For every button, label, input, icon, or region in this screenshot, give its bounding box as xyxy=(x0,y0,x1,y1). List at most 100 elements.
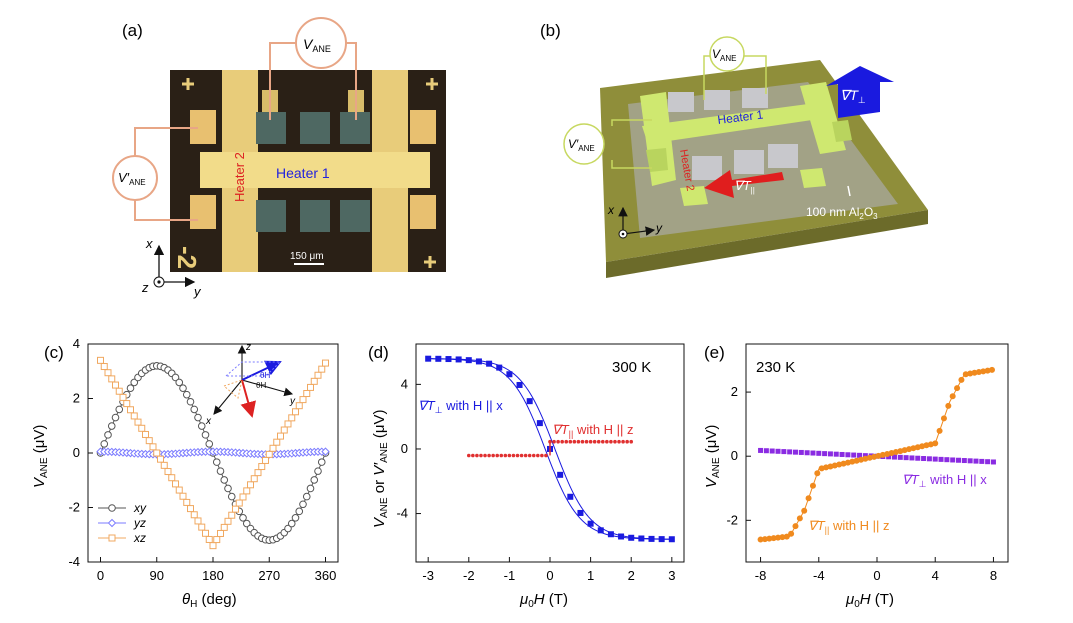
point-xz xyxy=(318,365,326,373)
xtick-label-d: 3 xyxy=(668,568,675,583)
panel-label-b: (b) xyxy=(540,21,561,40)
point-xz xyxy=(130,412,138,420)
point-perp-e xyxy=(775,448,781,454)
point-xz xyxy=(247,481,254,489)
point-perp-e xyxy=(979,458,985,464)
ylabel-d: VANE or V′ANE (μV) xyxy=(371,410,390,528)
marks-d xyxy=(425,355,675,543)
point-xz xyxy=(292,408,299,416)
point-perp-d xyxy=(587,520,594,527)
point-par-d xyxy=(568,439,573,444)
inset-coords: z y x θH θH xyxy=(205,342,296,427)
scale-bar-label: 150 μm xyxy=(290,251,324,262)
point-perp-d xyxy=(597,527,604,534)
xtick-label-d: 0 xyxy=(546,568,553,583)
xtick-label-e: -4 xyxy=(813,568,825,583)
point-xz xyxy=(145,437,153,445)
point-par-e xyxy=(757,536,764,543)
xtick-label-c: 0 xyxy=(97,568,104,583)
point-perp-d xyxy=(486,360,493,367)
point-par-e xyxy=(940,415,947,422)
vane-prime-label-b: V′ANE xyxy=(568,137,595,153)
ylabel-c: VANE (μV) xyxy=(31,425,50,488)
point-perp-e xyxy=(839,451,845,457)
point-perp-e xyxy=(769,448,775,454)
point-par-e xyxy=(958,376,965,383)
point-perp-e xyxy=(787,449,793,455)
point-xz xyxy=(310,377,318,385)
point-xy xyxy=(299,500,307,509)
point-perp-e xyxy=(903,455,909,461)
point-perp-d xyxy=(607,531,614,538)
point-xz xyxy=(164,468,172,476)
ytick-label-e: 0 xyxy=(731,448,738,463)
xtick-label-c: 360 xyxy=(315,568,337,583)
xtick-label-d: 1 xyxy=(587,568,594,583)
point-xz xyxy=(273,438,281,446)
voltage-wiring-a xyxy=(112,17,357,221)
point-xz xyxy=(205,535,213,543)
point-par-e xyxy=(796,515,803,522)
point-par-d xyxy=(600,439,605,444)
point-par-d xyxy=(515,453,520,458)
point-par-e xyxy=(954,385,961,392)
point-xz xyxy=(175,486,183,494)
ytick-label-e: 2 xyxy=(731,384,738,399)
point-xy xyxy=(104,431,112,439)
axes-b: x y xyxy=(607,203,663,239)
svg-text:y: y xyxy=(193,284,202,299)
point-perp-d xyxy=(455,356,462,363)
xlabel-c: θH (deg) xyxy=(182,591,237,610)
point-perp-e xyxy=(822,451,828,457)
point-par-d xyxy=(466,453,471,458)
point-xy xyxy=(314,467,322,475)
point-xz xyxy=(104,369,112,377)
point-xz xyxy=(153,449,161,457)
point-xz xyxy=(187,505,194,513)
point-xz xyxy=(269,444,277,452)
point-perp-e xyxy=(932,456,938,462)
point-perp-e xyxy=(926,456,932,462)
xtick-label-c: 270 xyxy=(258,568,280,583)
point-perp-d xyxy=(526,398,533,405)
ytick-label-c: 2 xyxy=(73,391,80,406)
annotation-d: 300 K xyxy=(612,359,651,376)
point-xz xyxy=(127,406,134,414)
vane-prime-label-a: V′ANE xyxy=(118,170,146,187)
point-perp-d xyxy=(425,355,432,362)
point-xz xyxy=(265,450,273,458)
series-label-e-perp: ∇T⊥ with H || x xyxy=(902,472,987,489)
point-perp-e xyxy=(985,459,991,465)
point-perp-e xyxy=(816,450,822,456)
point-xz xyxy=(149,443,157,451)
point-perp-e xyxy=(845,452,851,458)
point-par-e xyxy=(761,536,768,543)
device-schematic xyxy=(600,60,928,278)
point-xz xyxy=(138,424,146,432)
point-xz xyxy=(262,456,269,464)
point-par-d xyxy=(560,439,564,444)
point-par-d xyxy=(617,439,621,444)
point-par-d xyxy=(495,453,500,458)
point-par-d xyxy=(580,439,585,444)
svg-text:θH: θH xyxy=(260,371,270,380)
point-par-d xyxy=(544,453,548,458)
point-xy xyxy=(111,413,120,422)
point-xy xyxy=(239,514,247,522)
point-perp-d xyxy=(475,358,482,365)
point-xy xyxy=(242,519,251,528)
point-xy xyxy=(284,524,292,533)
point-par-d xyxy=(531,453,536,458)
svg-text:x: x xyxy=(607,203,615,217)
svg-text:z: z xyxy=(141,280,149,295)
point-par-d xyxy=(552,439,556,444)
point-xz xyxy=(179,492,187,500)
point-par-d xyxy=(625,439,629,444)
series-label-d-perp: ∇T⊥ with H || x xyxy=(418,398,503,415)
point-xz xyxy=(284,420,292,428)
point-xz xyxy=(172,480,179,488)
point-par-d xyxy=(475,453,479,458)
